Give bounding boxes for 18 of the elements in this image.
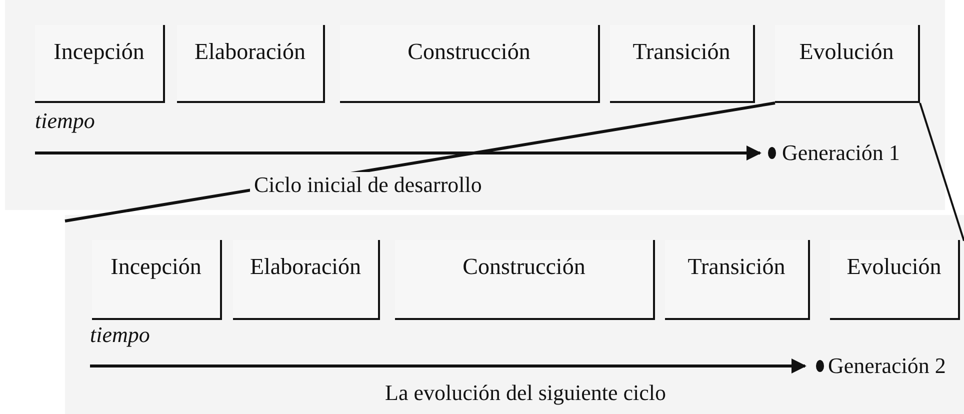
connector-line <box>919 102 964 242</box>
phase-box: Construcción <box>395 240 655 320</box>
milestone-label: Generación 1 <box>782 140 900 166</box>
phase-box: Incepción <box>35 25 165 103</box>
cycle-caption: La evolución del siguiente ciclo <box>385 380 666 406</box>
phase-box: Evolución <box>775 25 920 103</box>
phase-box: Construcción <box>340 25 600 103</box>
phase-box: Evolución <box>830 240 960 320</box>
phase-box: Transición <box>610 25 755 103</box>
phase-box: Transición <box>665 240 810 320</box>
time-axis-label: tiempo <box>35 108 95 134</box>
time-axis-label: tiempo <box>90 322 150 348</box>
milestone-label: Generación 2 <box>828 353 946 379</box>
panel-background <box>65 215 964 414</box>
phase-box: Elaboración <box>177 25 325 103</box>
phase-box: Incepción <box>92 240 222 320</box>
phase-box: Elaboración <box>233 240 380 320</box>
panel-background <box>5 0 945 210</box>
